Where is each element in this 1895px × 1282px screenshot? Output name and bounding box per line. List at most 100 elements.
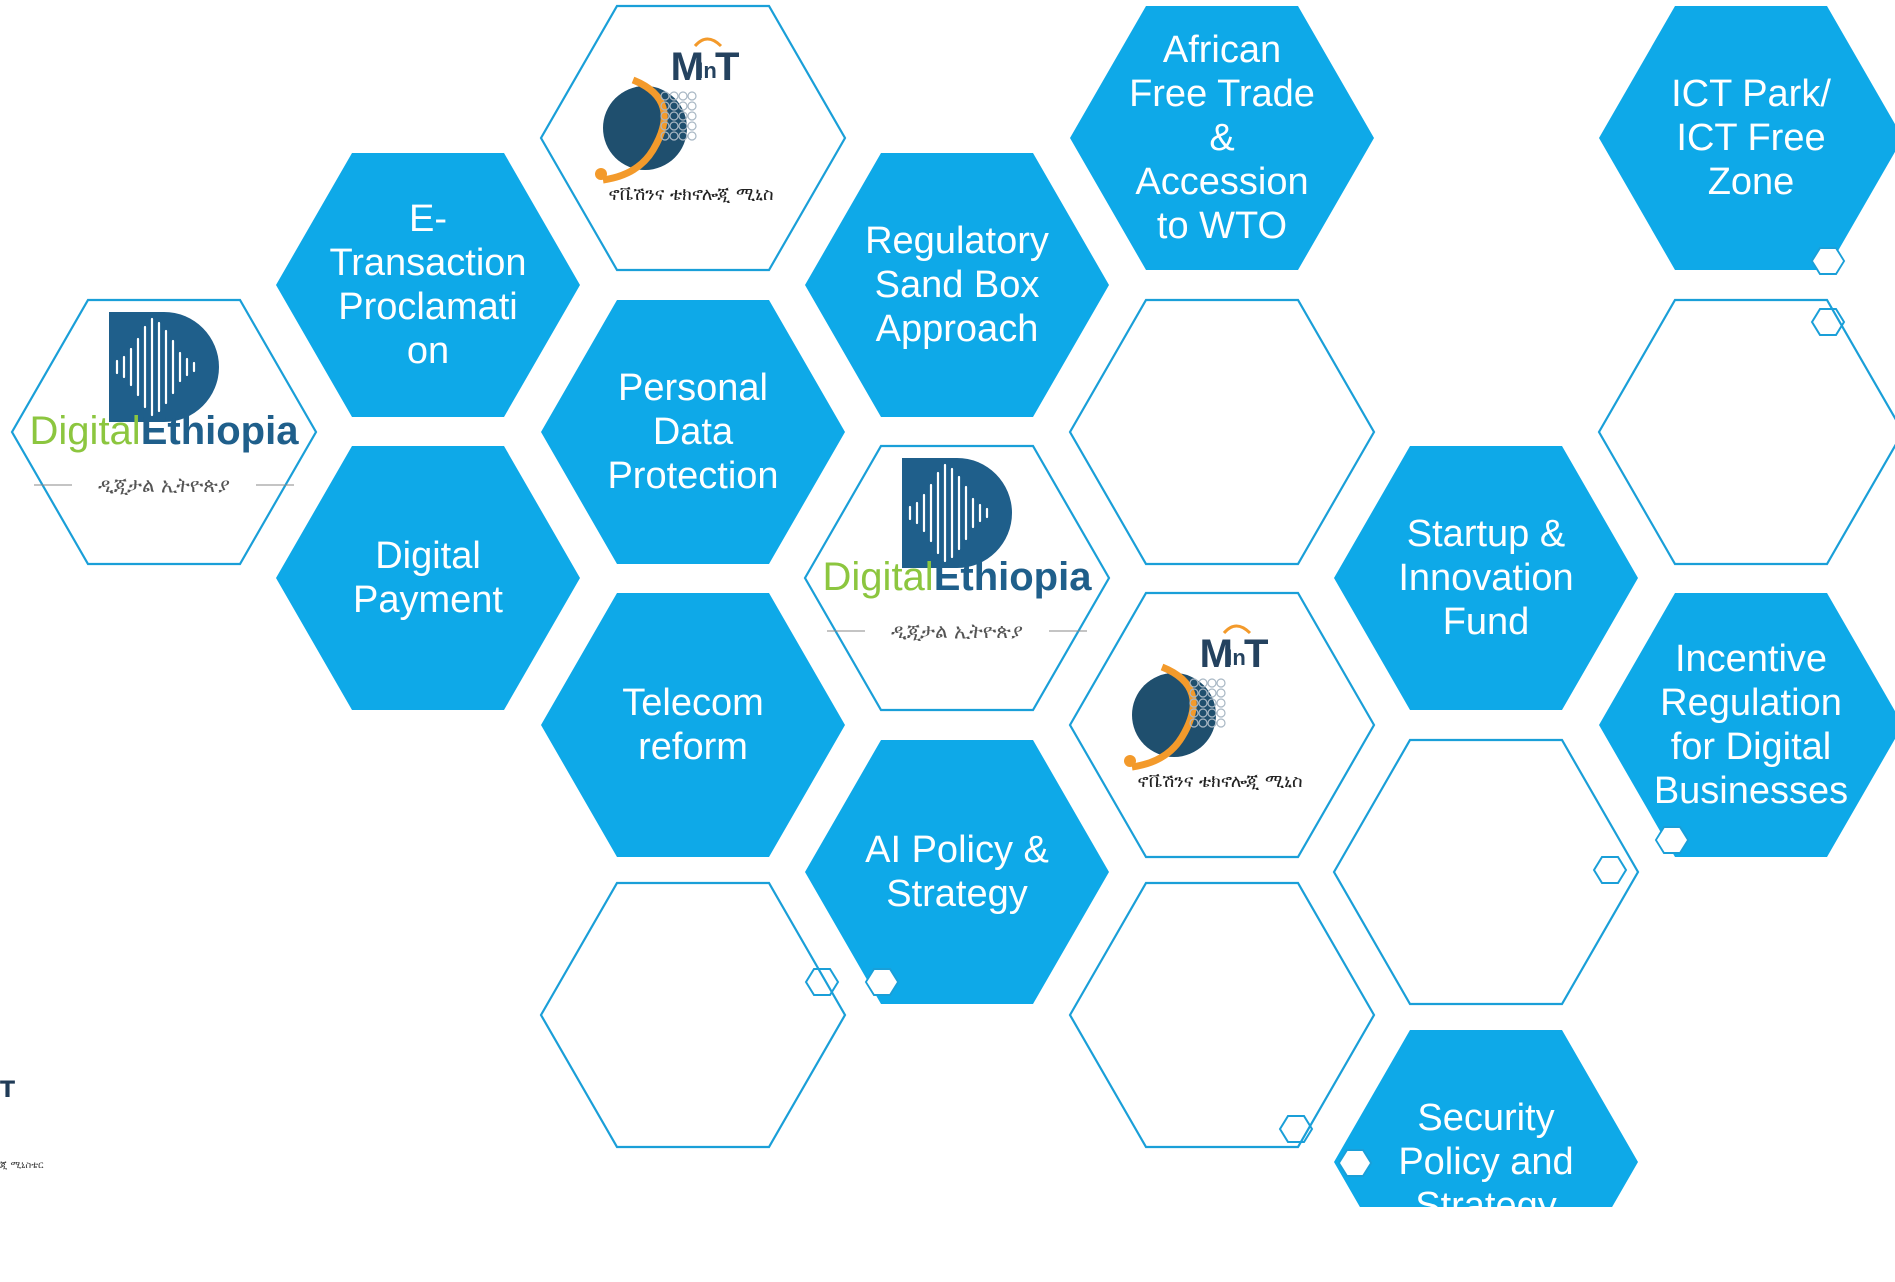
grid-dot: [1207, 718, 1217, 728]
grid-dot: [1198, 678, 1208, 688]
signal-arc-icon: [1222, 624, 1252, 635]
grid-dot: [1189, 718, 1199, 728]
grid-dot: [1198, 718, 1208, 728]
grid-dot: [687, 91, 697, 101]
grid-dot: [678, 121, 688, 131]
hexagon-security-policy: [1334, 1030, 1638, 1207]
hexagon-shape: [541, 593, 845, 857]
grid-dot: [1189, 708, 1199, 718]
grid-dot: [1216, 708, 1226, 718]
small-hex-fill: [1340, 1151, 1370, 1175]
grid-dot: [1207, 678, 1217, 688]
hexagon-empty-3: [539, 881, 847, 1149]
mint-logo-fragment-letter: T: [0, 1078, 16, 1103]
mint-amharic: ኖቬሽንና ቴክኖሎጂ ሚኒስ: [1137, 771, 1302, 792]
small-hex-icon: [1810, 247, 1846, 275]
hexagon-outline: [1597, 298, 1895, 566]
grid-dot: [1216, 698, 1226, 708]
grid-dot: [1189, 698, 1199, 708]
grid-dot: [1198, 698, 1208, 708]
grid-dot: [678, 111, 688, 121]
grid-dot: [687, 111, 697, 121]
hexagon-outline: [1332, 738, 1640, 1006]
small-hex-fill: [1657, 828, 1687, 852]
mint-brand-text: M T: [671, 45, 740, 89]
small-hex-icon: [1654, 826, 1690, 854]
digital-ethiopia-amharic: ዲጂታል ኢትዮጵያ: [98, 473, 230, 497]
grid-dot: [1216, 718, 1226, 728]
orbit-dot-icon: [595, 168, 607, 180]
grid-dot: [660, 111, 670, 121]
hexagon-outline: [10, 298, 318, 566]
hexagon-outline: [539, 4, 847, 272]
grid-dot: [669, 121, 679, 131]
hexagon-personal-data: [541, 300, 845, 564]
grid-dot: [1207, 698, 1217, 708]
mint-amharic: ኖቬሽንና ቴክኖሎጂ ሚኒስ: [608, 184, 773, 205]
hexagon-regulatory-sandbox: [805, 153, 1109, 417]
digital-ethiopia-logo: [109, 312, 219, 422]
hexagon-outline: [1068, 881, 1376, 1149]
grid-dot: [1216, 688, 1226, 698]
small-hex-icon: [864, 968, 900, 996]
grid-dot: [669, 111, 679, 121]
grid-dot: [660, 91, 670, 101]
hexagon-shape: [276, 153, 580, 417]
hexagon-shape: [805, 153, 1109, 417]
hexagon-outline: [803, 444, 1111, 712]
grid-dot: [1189, 688, 1199, 698]
hexagon-telecom-reform: [541, 593, 845, 857]
hexagon-african-free-trade: [1070, 6, 1374, 270]
grid-dot: [1216, 678, 1226, 688]
signal-arc-icon: [693, 37, 723, 48]
hexagon-outline: [539, 881, 847, 1149]
orbit-swoosh-icon: [1131, 663, 1197, 771]
grid-dot: [669, 91, 679, 101]
hexagon-outline: [1068, 591, 1376, 859]
orbit-dot-icon: [1124, 755, 1136, 767]
hexagon-shape: [541, 300, 845, 564]
digital-ethiopia-d-icon: [109, 312, 219, 422]
orbit-swoosh-icon: [602, 76, 668, 184]
grid-dot: [660, 101, 670, 111]
grid-dot: [1198, 708, 1208, 718]
grid-dot: [660, 131, 670, 141]
hexagon-outline: [1068, 298, 1376, 566]
hexagon-empty-4: [1068, 881, 1376, 1149]
grid-dot: [678, 131, 688, 141]
hexagon-shape: [805, 740, 1109, 1004]
hexagon-e-transaction: [276, 153, 580, 417]
small-hex-icon: [1810, 308, 1846, 336]
grid-dot: [687, 121, 697, 131]
hexagon-empty-5: [1332, 738, 1640, 1006]
hexagon-shape: [1070, 6, 1374, 270]
small-hex-icon: [1592, 856, 1628, 884]
digital-ethiopia-d-icon: [902, 458, 1012, 568]
grid-dot: [1207, 708, 1217, 718]
grid-dot: [687, 101, 697, 111]
small-hex-fill: [867, 970, 897, 994]
grid-dot: [1207, 688, 1217, 698]
small-hex-fill: [1813, 249, 1843, 273]
hexagon-shape: [1334, 446, 1638, 710]
mint-logo-fragment-amharic: ጂ ሚኒስቴር: [0, 1160, 44, 1171]
small-hex-icon: [1278, 1115, 1314, 1143]
grid-dot: [669, 101, 679, 111]
hexagon-shape: [276, 446, 580, 710]
hexagon-ai-policy: [805, 740, 1109, 1004]
hexagon-empty-2: [1597, 298, 1895, 566]
grid-dot: [1189, 678, 1199, 688]
grid-dot: [1198, 688, 1208, 698]
mint-brand-inner-text: In: [1226, 645, 1246, 670]
hexagon-shape: [1334, 1030, 1638, 1207]
digital-ethiopia-logo: [902, 458, 1012, 568]
digital-ethiopia-wordmark: DigitalEthiopia: [30, 409, 300, 453]
small-hex-icon: [1337, 1149, 1373, 1177]
